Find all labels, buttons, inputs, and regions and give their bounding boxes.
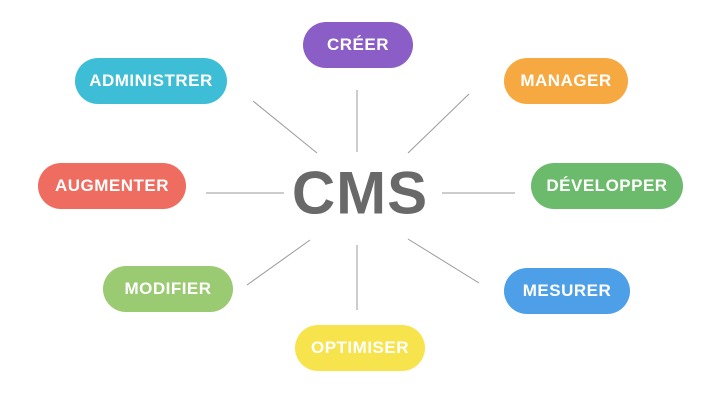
connector-line-group (206, 90, 515, 310)
node-administrer: ADMINISTRER (75, 58, 227, 104)
node-modifier-label: MODIFIER (124, 279, 212, 298)
node-creer-label: CRÉER (326, 35, 389, 54)
center-label-cms: CMS (291, 159, 429, 227)
connector-bottom-right (407, 238, 480, 284)
node-developper: DÉVELOPPER (531, 163, 683, 209)
connector-top-left (252, 100, 318, 154)
node-optimiser-label: OPTIMISER (310, 338, 409, 357)
connector-top-right (407, 93, 470, 154)
node-mesurer-label: MESURER (522, 281, 612, 300)
node-creer: CRÉER (303, 22, 413, 68)
node-augmenter: AUGMENTER (38, 163, 186, 209)
node-manager-label: MANAGER (520, 71, 612, 90)
node-optimiser: OPTIMISER (295, 325, 425, 371)
node-augmenter-label: AUGMENTER (54, 176, 170, 195)
node-administrer-label: ADMINISTRER (89, 71, 213, 90)
node-developper-label: DÉVELOPPER (546, 176, 668, 195)
connector-bottom-left (246, 239, 311, 286)
node-modifier: MODIFIER (103, 266, 233, 312)
node-manager: MANAGER (504, 58, 628, 104)
node-mesurer: MESURER (504, 268, 630, 314)
